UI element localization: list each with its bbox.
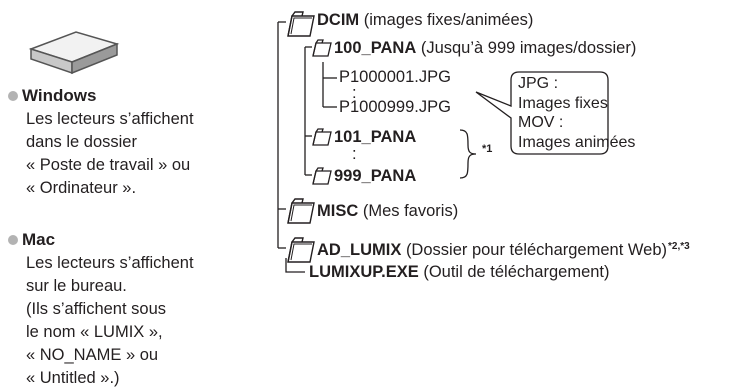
exe-name: LUMIXUP.EXE (309, 263, 419, 281)
windows-line: Les lecteurs s’affichent (26, 110, 194, 128)
pana100-folder-icon (312, 39, 332, 57)
dcim-desc: (images fixes/animées) (363, 11, 534, 29)
ad-lumix-folder-icon (287, 237, 315, 263)
windows-title: Windows (22, 86, 97, 105)
pana100-desc: (Jusqu’à 999 images/dossier) (420, 39, 637, 57)
windows-line: « Ordinateur ». (26, 179, 137, 197)
misc-folder-icon (287, 198, 315, 224)
mac-line: Les lecteurs s’affichent (26, 254, 194, 272)
mac-line: (Ils s’affichent sous (26, 300, 167, 318)
mac-line: sur le bureau. (26, 277, 127, 295)
ad-lumix-row: AD_LUMIX (Dossier pour téléchargement We… (317, 240, 690, 263)
pana999-folder-icon (312, 167, 332, 185)
windows-bullet (8, 91, 18, 101)
file-first: P1000001.JPG (339, 68, 451, 86)
misc-row: MISC (Mes favoris) (317, 201, 458, 221)
misc-name: MISC (317, 202, 359, 220)
mac-title: Mac (22, 230, 56, 249)
exe-row: LUMIXUP.EXE (Outil de téléchargement) (309, 262, 610, 282)
file-last: P1000999.JPG (339, 98, 451, 116)
windows-line: « Poste de travail » ou (26, 156, 191, 174)
windows-description: Les lecteurs s’affichent dans le dossier… (26, 108, 194, 200)
mac-line: « Untitled ».) (26, 369, 120, 387)
file-dots: : (352, 84, 357, 102)
pana101-folder-icon (312, 128, 332, 146)
pana999-name: 999_PANA (334, 167, 417, 185)
pana100-name: 100_PANA (334, 39, 417, 57)
ad-lumix-note: *2,*3 (668, 241, 690, 252)
callout-line: MOV : (518, 114, 564, 131)
mac-line: « NO_NAME » ou (26, 346, 159, 364)
callout-line: JPG : (518, 75, 559, 92)
callout-line: Images fixes (518, 94, 608, 112)
callout-text: JPG : Images fixes MOV : Images animées (518, 74, 635, 152)
note1-label: *1 (482, 143, 493, 155)
mac-bullet (8, 235, 18, 245)
dcim-folder-icon (287, 11, 315, 37)
windows-line: dans le dossier (26, 133, 137, 151)
drive-icon (28, 31, 120, 75)
pana101-name: 101_PANA (334, 128, 417, 146)
dcim-row: DCIM (images fixes/animées) (317, 10, 533, 30)
mac-description: Les lecteurs s’affichent sur le bureau. … (26, 252, 194, 390)
ad-lumix-name: AD_LUMIX (317, 241, 402, 259)
ad-lumix-desc: (Dossier pour téléchargement Web) (405, 241, 667, 259)
dcim-name: DCIM (317, 11, 360, 29)
mac-line: le nom « LUMIX », (26, 323, 163, 341)
exe-desc: (Outil de téléchargement) (423, 263, 610, 281)
callout-line: Images animées (518, 133, 636, 151)
pana-dots: : (352, 145, 357, 163)
pana100-row: 100_PANA (Jusqu’à 999 images/dossier) (334, 38, 636, 58)
misc-desc: (Mes favoris) (362, 202, 459, 220)
